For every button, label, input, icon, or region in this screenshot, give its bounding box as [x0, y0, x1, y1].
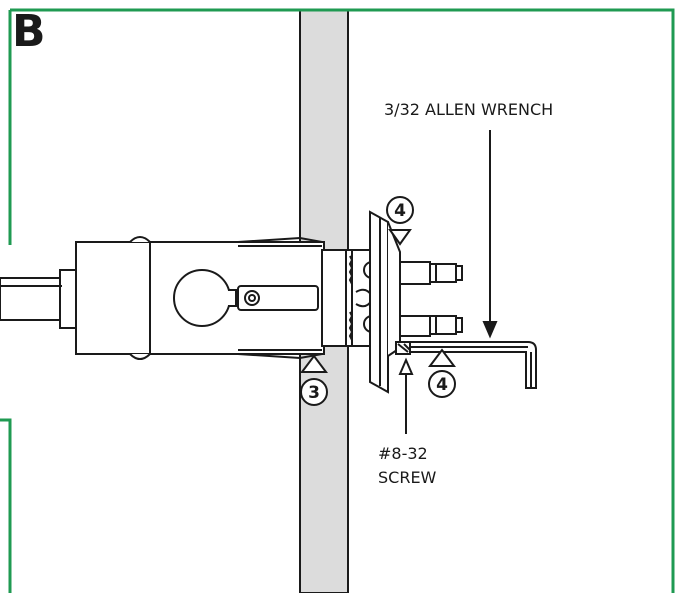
allen-wrench-label: 3/32 ALLEN WRENCH — [384, 100, 554, 119]
lock-housing — [75, 236, 325, 360]
callout-step-4-bottom: 4 — [428, 348, 456, 398]
trim-plate — [369, 210, 401, 394]
mounting-posts — [399, 261, 463, 337]
spindle — [0, 269, 79, 329]
screw-leader — [398, 357, 414, 434]
allen-wrench — [410, 341, 537, 389]
panel-frame — [8, 8, 675, 593]
panel-frame-lower-left — [0, 418, 12, 593]
callout-step-4-top: 4 — [386, 196, 414, 246]
callout-number: 4 — [436, 375, 448, 395]
allen-wrench-leader — [482, 130, 498, 339]
screw — [395, 341, 411, 355]
panel-letter: B — [12, 6, 46, 57]
screw-label-line1: #8-32 — [378, 444, 428, 463]
callout-number: 3 — [308, 383, 320, 403]
screw-label-line2: SCREW — [378, 468, 437, 487]
callout-number: 4 — [394, 201, 406, 221]
callout-step-3: 3 — [300, 354, 328, 406]
